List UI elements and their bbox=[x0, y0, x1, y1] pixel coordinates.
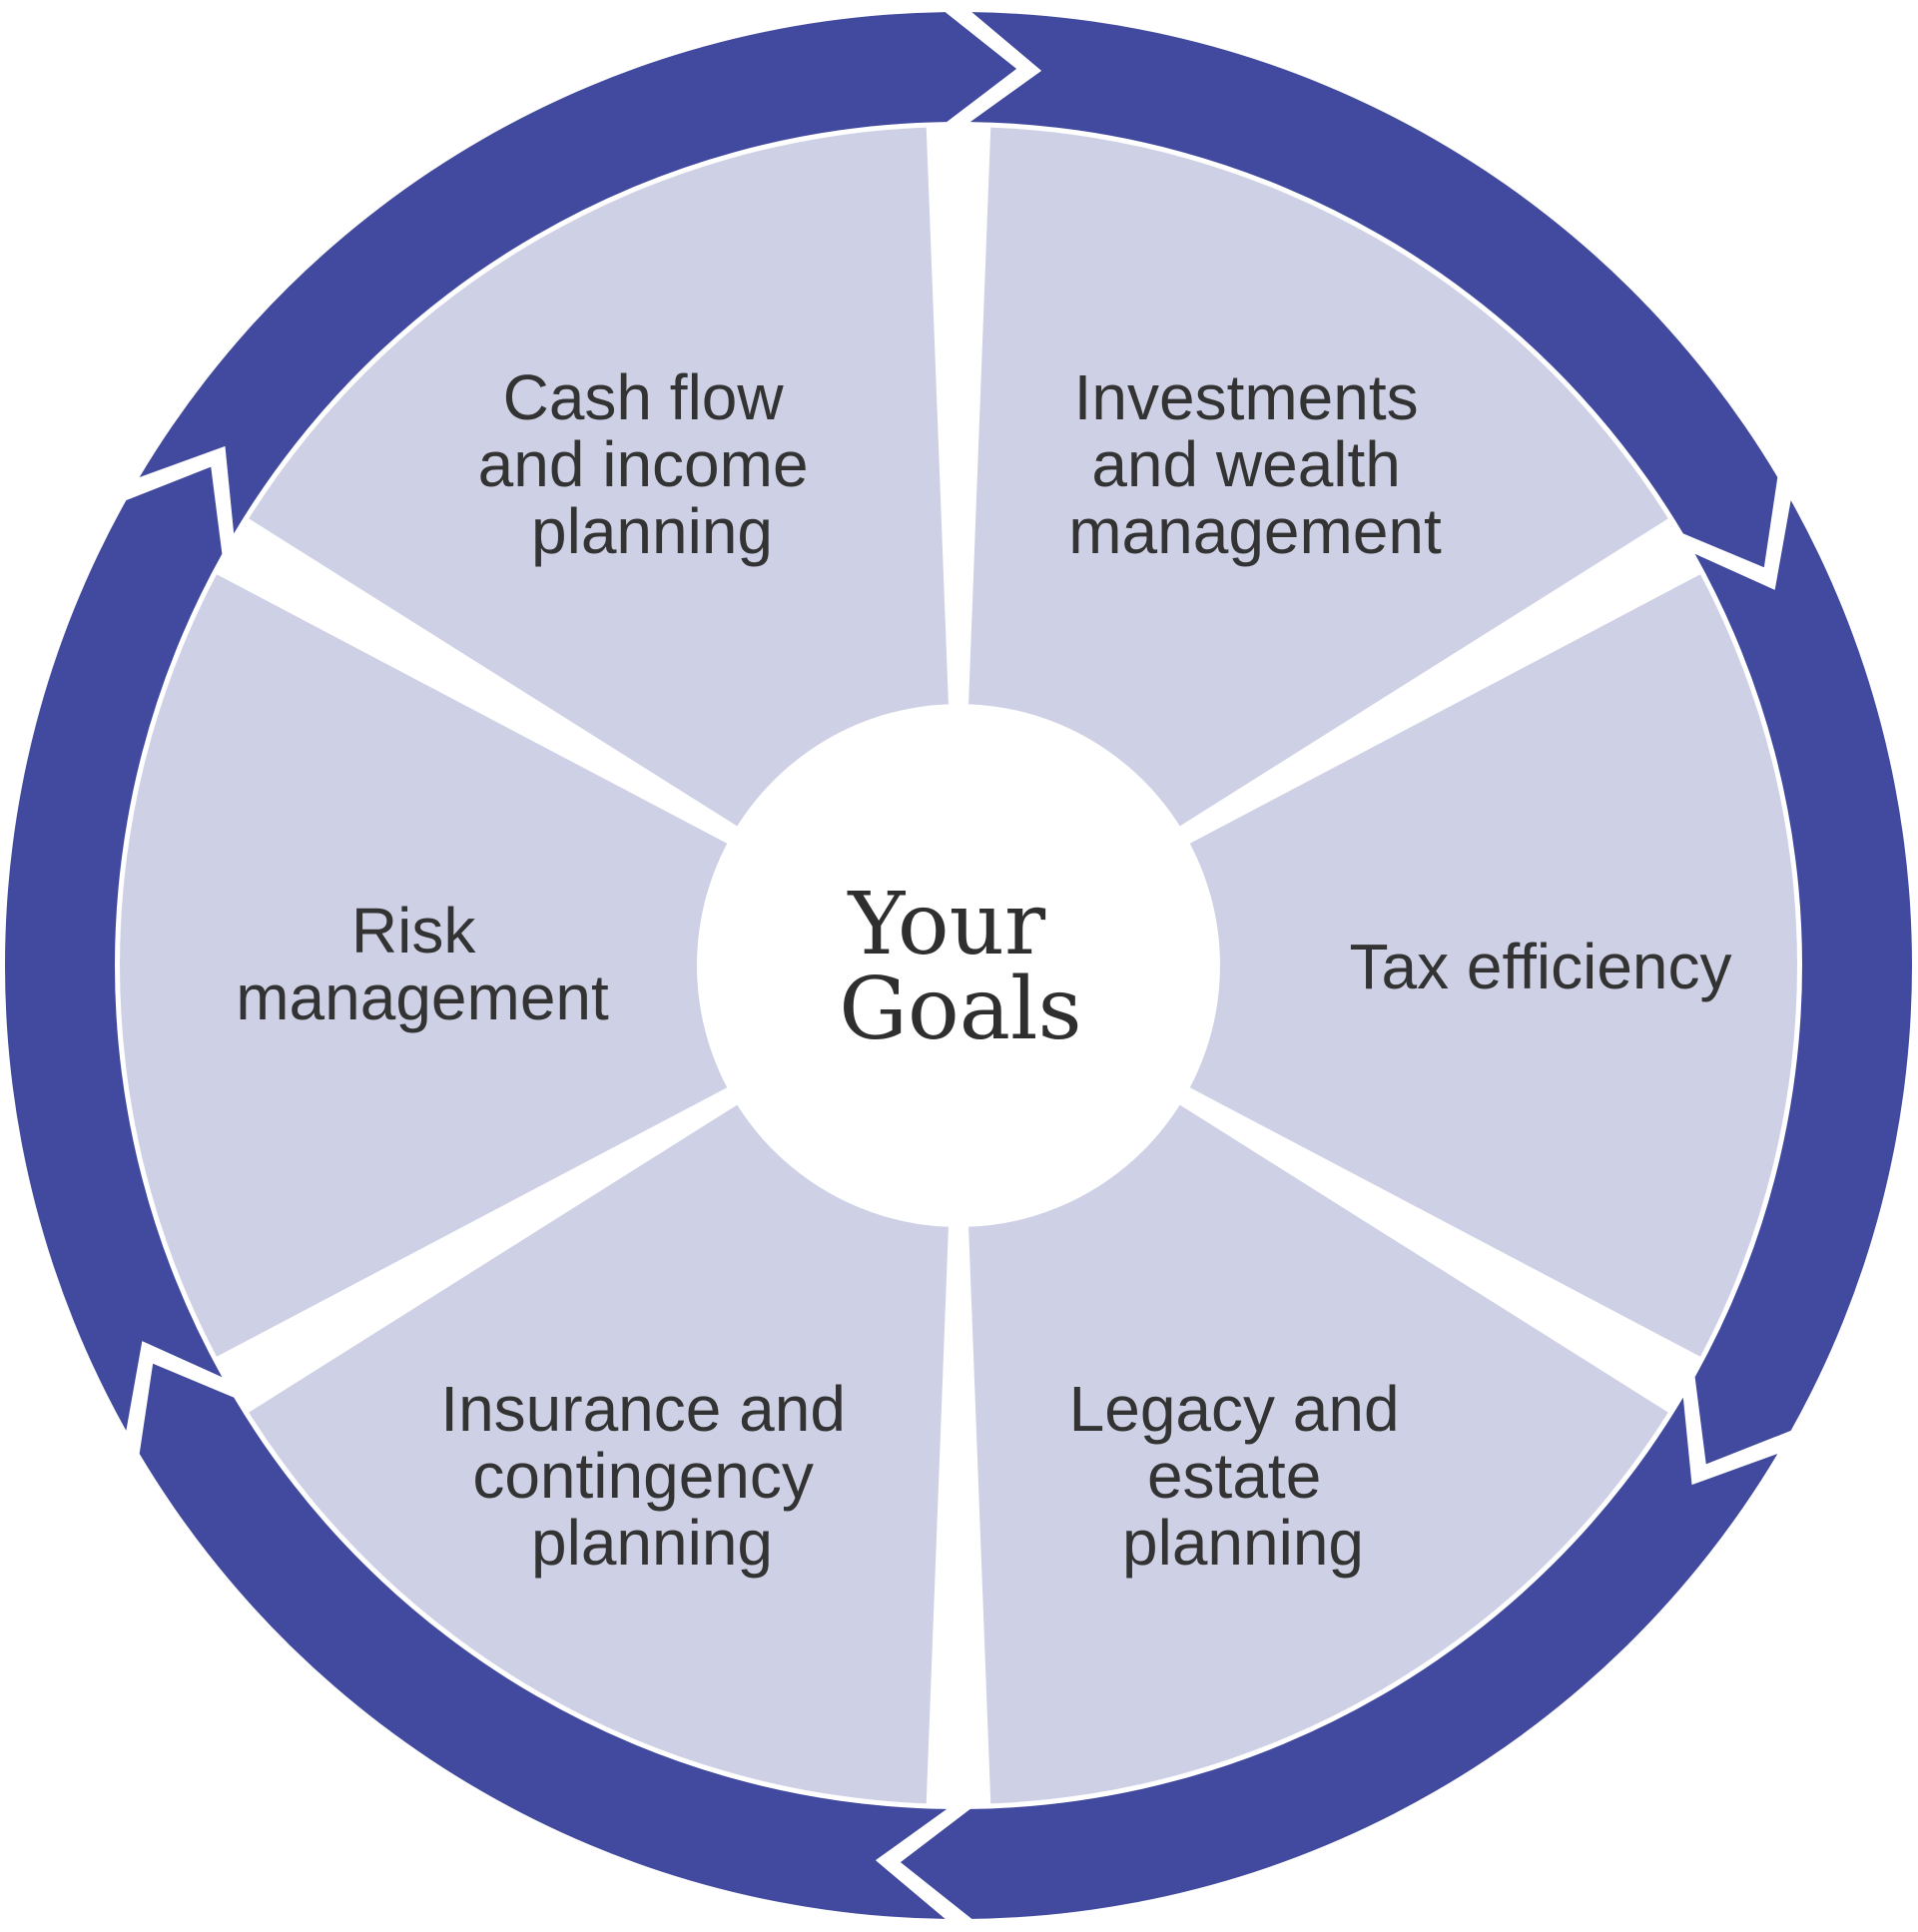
segments-layer bbox=[120, 127, 1797, 1804]
segment-label-legacy: Legacy and estate planning bbox=[1069, 1373, 1418, 1579]
segment-label-cash-flow: Cash flow and income planning bbox=[478, 361, 827, 567]
segment-insurance bbox=[120, 574, 728, 1357]
ring-arrow-cash-flow bbox=[969, 12, 1778, 568]
ring-arrow-tax bbox=[900, 1397, 1778, 1919]
segment-risk bbox=[249, 127, 949, 827]
ring-arrow-legacy bbox=[139, 1363, 948, 1919]
segment-label-investments: Investments and wealth management bbox=[1068, 361, 1442, 567]
segment-legacy bbox=[249, 1104, 949, 1804]
center-circle bbox=[719, 726, 1198, 1205]
segment-label-risk: Risk management bbox=[236, 895, 609, 1033]
segment-label-insurance: Insurance and contingency planning bbox=[440, 1373, 863, 1579]
ring-arrow-insurance bbox=[4, 466, 223, 1431]
segment-cash-flow bbox=[968, 127, 1668, 827]
segment-investments bbox=[1189, 574, 1797, 1357]
center-label: Your Goals bbox=[839, 875, 1081, 1059]
outer-ring-arrows bbox=[4, 12, 1913, 1919]
ring-arrow-risk bbox=[139, 12, 1017, 534]
segment-label-tax: Tax efficiency bbox=[1350, 931, 1732, 1002]
ring-arrow-investments bbox=[1694, 500, 1913, 1465]
segment-tax bbox=[968, 1104, 1668, 1804]
